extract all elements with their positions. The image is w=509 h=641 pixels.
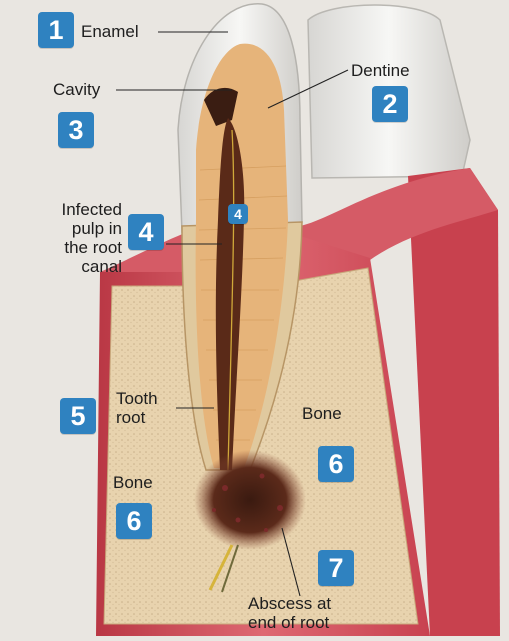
- abscess-line-1: Abscess at: [248, 594, 332, 613]
- infected-pulp-label: Infected pulp in the root canal: [30, 200, 123, 276]
- infected-pulp-line-4: canal: [81, 257, 122, 276]
- badge-enamel: 1: [38, 12, 74, 48]
- tooth-root-line-1: Tooth: [116, 389, 158, 408]
- cavity: [204, 87, 238, 126]
- badge-abscess: 7: [318, 550, 354, 586]
- cavity-label: Cavity: [53, 80, 101, 99]
- enamel-label: Enamel: [81, 22, 139, 41]
- infected-pulp-line-3: the root: [64, 238, 122, 257]
- badge-dentine: 2: [372, 86, 408, 122]
- badge-infected-pulp: 4: [128, 214, 164, 250]
- abscess-line-2: end of root: [248, 613, 330, 632]
- badge-cavity: 3: [58, 112, 94, 148]
- badge-bone-left: 6: [116, 503, 152, 539]
- abscess-nerve-exit: [208, 544, 234, 591]
- badge-pulp-canal: 4: [228, 204, 248, 224]
- gum-side-face: [408, 168, 500, 636]
- tooth-root-line-2: root: [116, 408, 146, 427]
- infected-pulp-line-2: pulp in: [71, 219, 122, 238]
- tooth-root-label: Tooth root: [116, 389, 158, 427]
- infected-pulp-line-1: Infected: [61, 200, 123, 219]
- bone-left-label: Bone: [113, 473, 153, 492]
- abscess: [194, 450, 306, 550]
- bone-right-label: Bone: [302, 404, 342, 423]
- abscess-label: Abscess at end of root: [248, 594, 331, 632]
- badge-tooth-root: 5: [60, 398, 96, 434]
- pulp-nerve: [227, 129, 235, 471]
- dentine-label: Dentine: [351, 61, 410, 80]
- badge-bone-right: 6: [318, 446, 354, 482]
